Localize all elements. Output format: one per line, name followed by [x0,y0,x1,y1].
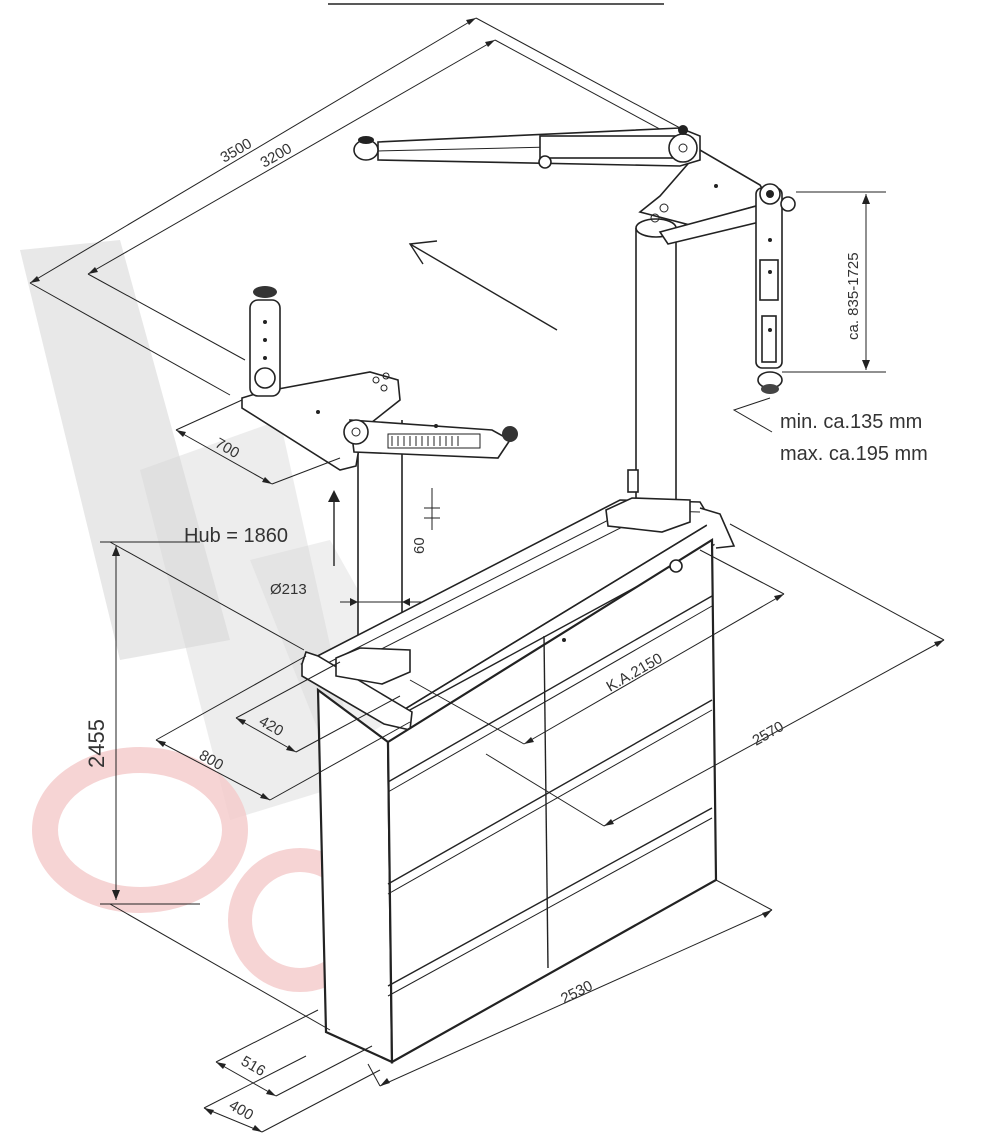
right-short-arm [658,183,796,394]
dimension-2530 [367,879,773,1087]
hub-arrow [328,490,340,566]
right-column [635,148,772,518]
dimension-range-height [782,191,886,373]
left-plate-and-arms [241,286,518,471]
dimension-3500-3200 [29,17,681,396]
label-2455: 2455 [84,719,109,768]
right-long-arm [353,125,701,169]
dimension-60 [424,488,440,530]
dimension-2570 [485,523,945,827]
label-2530: 2530 [558,977,595,1007]
label-400: 400 [226,1097,256,1124]
dimension-213 [340,598,426,606]
pit-frame [300,469,736,1064]
note-min: min. ca.135 mm [780,411,922,433]
label-hub: Hub = 1860 [184,525,288,547]
note-leader [732,397,773,433]
direction-arrow [408,240,558,331]
dimension-2455 [100,541,331,1031]
dimension-516-400 [203,1009,381,1133]
note-max: max. ca.195 mm [780,443,928,465]
dimension-ka2150 [409,549,785,745]
label-516: 516 [238,1053,268,1080]
label-3500: 3500 [218,135,255,166]
label-range-height: ca. 835-1725 [845,252,862,340]
label-2570: 2570 [750,718,787,749]
label-60: 60 [411,537,428,554]
dimension-420-800 [155,655,411,801]
label-213: Ø213 [270,581,307,598]
dimension-700 [175,399,341,485]
